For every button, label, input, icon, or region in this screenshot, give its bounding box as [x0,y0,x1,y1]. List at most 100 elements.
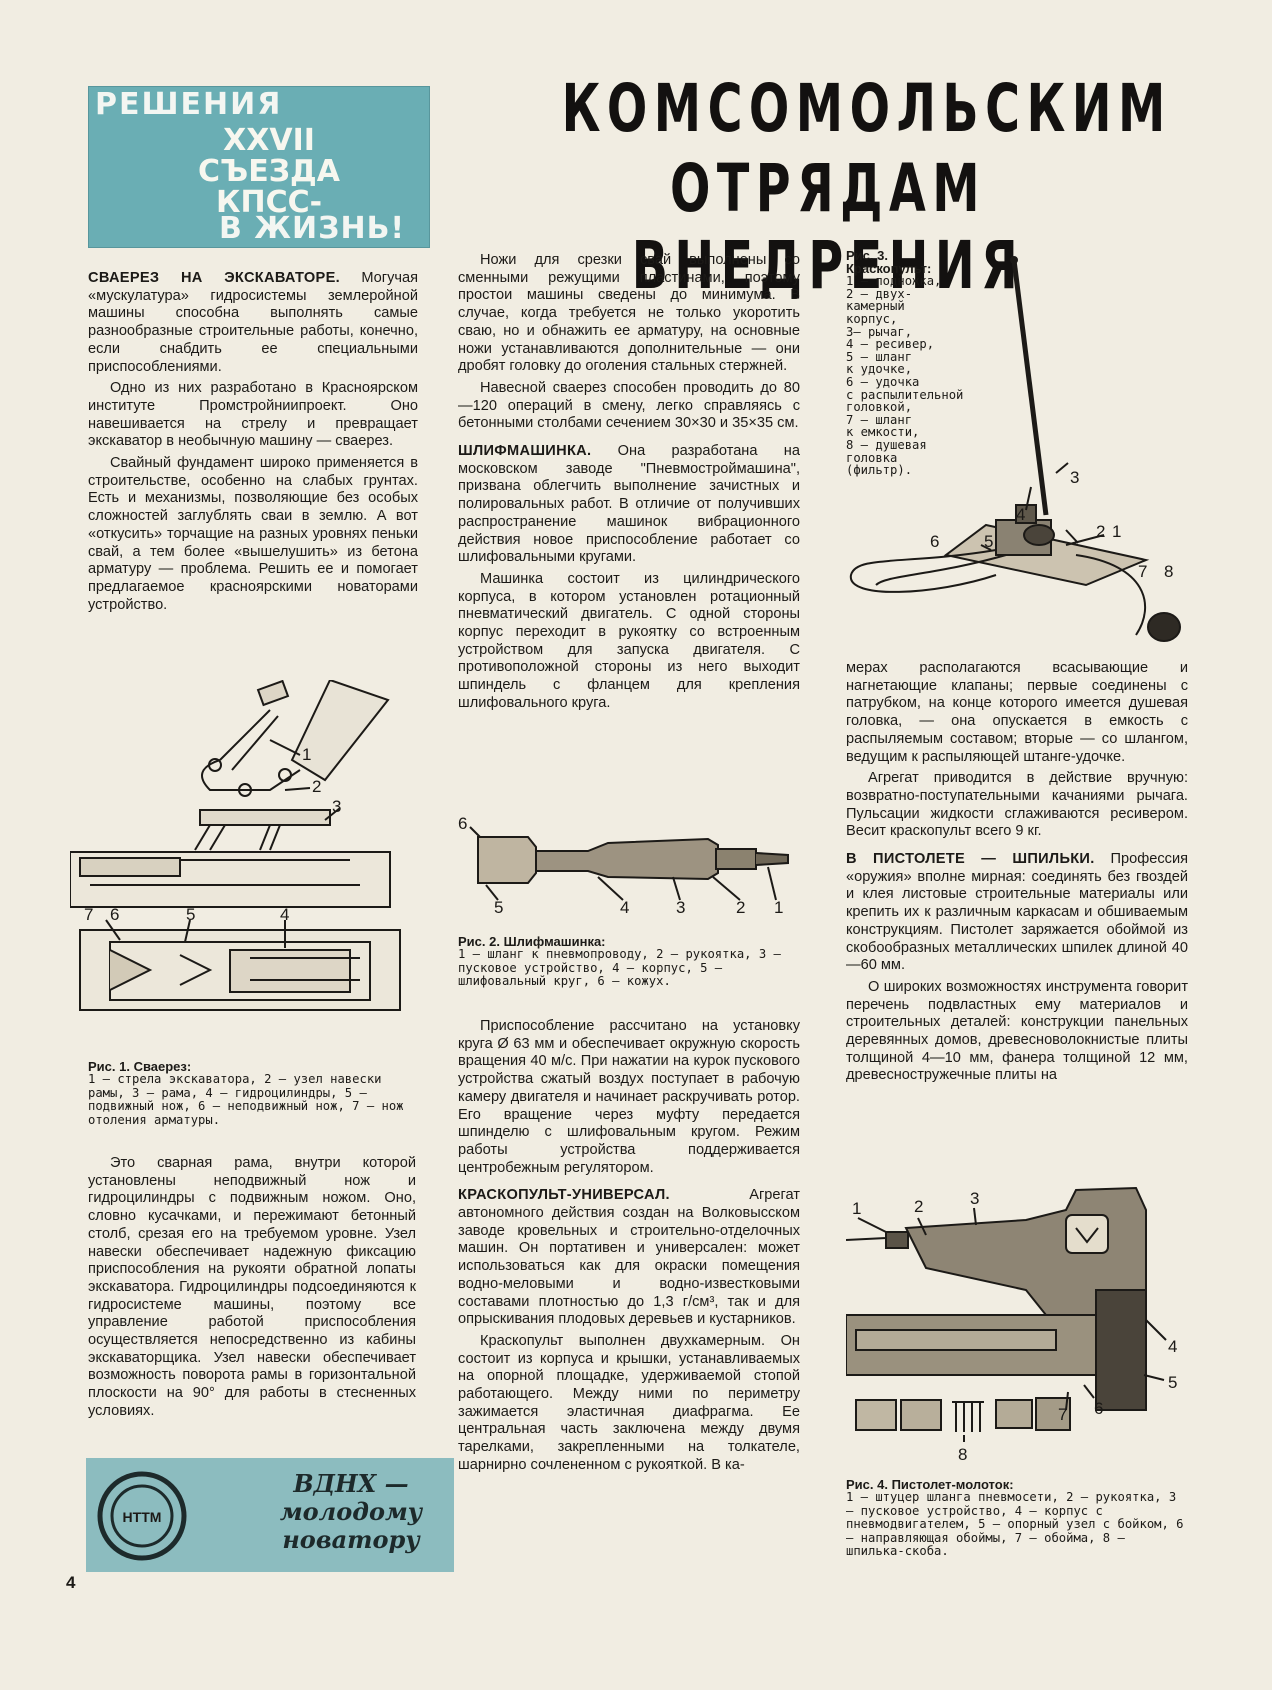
vdnh-line-3: новатору [282,1525,420,1554]
section-heading-stapler: В ПИСТОЛЕТЕ — ШПИЛЬКИ. [846,851,1095,868]
paragraph-text: Она разработана на московском заводе "Пн… [458,443,800,566]
vdnh-text: ВДНХ — молодому новатору [256,1470,446,1554]
fig3-label-8: 8 [1164,562,1173,581]
figure-3-title: Рис. 3. [846,248,888,263]
headline-line-2: ОТРЯДАМ ВНЕДРЕНИЯ [631,150,1025,304]
paragraph: Агрегат приводится в действие вручную: в… [846,770,1188,840]
fig2-label-1: 1 [774,898,783,915]
fig3-item: (фильтр). [846,463,913,478]
fig3-item: 6 — удочка [846,374,920,389]
fig3-label-3: 3 [1070,468,1079,487]
paragraph: Машинка состоит из цилиндрического корпу… [458,570,800,711]
fig3-item: с распылительной [846,387,964,402]
fig4-label-7: 7 [1058,1405,1067,1424]
banner-line-4: КПСС- [215,185,323,220]
fig1-label-4: 4 [280,905,289,924]
figure-2-grinder: 6 5 4 3 2 1 [458,815,789,915]
fig1-label-2: 2 [312,777,321,796]
fig3-item: 7 — шланг [846,412,913,427]
fig3-label-6: 6 [930,532,939,551]
fig4-label-1: 1 [852,1199,861,1218]
fig3-label-1: 1 [1112,522,1121,541]
fig3-label-2: 2 [1096,522,1105,541]
nttm-emblem-icon: НТТМ [97,1471,187,1561]
section-heading-sprayer: КРАСКОПУЛЬТ-УНИВЕРСАЛ. [458,1187,670,1204]
paragraph: мерах располагаются всасывающие и нагнет… [846,660,1188,765]
fig2-label-4: 4 [620,898,629,915]
banner-line-2: XXVII [223,123,315,158]
figure-4-caption: Рис. 4. Пистолет-молоток: 1 — штуцер шла… [846,1478,1188,1558]
fig3-item: к удочке, [846,362,913,377]
banner-line-1: РЕШЕНИЯ [95,87,283,122]
banner-line-5: В ЖИЗНЬ! [219,211,406,246]
fig3-item: 2 — двух- [846,286,913,301]
column-1-bottom: Это сварная рама, внутри которой установ… [88,1155,416,1425]
figure-1-pile-cutter: 1 2 3 4 5 6 7 [70,680,401,1011]
paragraph-text: Агрегат автономного действия создан на В… [458,1187,800,1328]
fig2-label-3: 3 [676,898,685,915]
fig3-label-4: 4 [1016,505,1025,524]
fig4-label-8: 8 [958,1445,967,1464]
paragraph: Это сварная рама, внутри которой установ… [88,1155,416,1419]
fig2-label-6: 6 [458,815,467,833]
fig4-label-6: 6 [1094,1399,1103,1418]
figure-1-title: Рис. 1. Сваерез: [88,1059,192,1074]
banner-center: XXVII СЪЕЗДА КПСС- [169,125,369,218]
fig3-label-7: 7 [1138,562,1147,581]
banner-line-3: СЪЕЗДА [198,154,340,189]
fig1-label-6: 6 [110,905,119,924]
fig3-item: камерный [846,299,905,314]
column-2-top: Ножи для срезки свай выполнены со сменны… [458,252,800,717]
fig4-label-2: 2 [914,1197,923,1216]
vdnh-line-1: ВДНХ — [293,1469,409,1498]
fig3-item: 4 — ресивер, [846,337,935,352]
paragraph-text: Профессия «оружия» вполне мирная: соедин… [846,851,1188,974]
fig3-label-5: 5 [984,532,993,551]
figure-3-caption: Рис. 3. Краскопульт: 1 — подножка, 2 — д… [846,248,996,478]
fig3-item: 8 — душевая [846,437,927,452]
column-2-bottom: Приспособление рассчитано на установку к… [458,1018,800,1479]
fig2-label-2: 2 [736,898,745,915]
paragraph-text: Могучая «мускулатура» гидросистемы земле… [88,270,418,375]
paragraph: Одно из них разработано в Красноярском и… [88,380,418,450]
fig2-label-5: 5 [494,898,503,915]
fig1-label-3: 3 [332,797,341,816]
fig3-item: корпус, [846,311,898,326]
paragraph: Навесной сваерез способен проводить до 8… [458,379,800,432]
vdnh-line-2: молодому [279,1497,423,1526]
paragraph: Краскопульт выполнен двухкамерным. Он со… [458,1332,800,1473]
vdnh-box: НТТМ ВДНХ — молодому новатору [86,1458,454,1572]
paragraph: Свайный фундамент широко применяется в с… [88,455,418,613]
paragraph: Ножи для срезки свай выполнены со сменны… [458,252,800,375]
emblem-text: НТТМ [123,1509,162,1525]
section-heading-grinder: ШЛИФМАШИНКА. [458,443,592,460]
fig3-item: 3— рычаг, [846,324,913,339]
fig4-label-3: 3 [970,1189,979,1208]
figure-2-title: Рис. 2. Шлифмашинка: [458,934,606,949]
fig1-label-7: 7 [84,905,93,924]
column-3-mid: мерах располагаются всасывающие и нагнет… [846,660,1188,1089]
fig1-label-5: 5 [186,905,195,924]
headline-line-1: КОМСОМОЛЬСКИМ [561,70,1172,147]
figure-3-subtitle: Краскопульт: [846,260,932,276]
section-heading-svaerez: СВАЕРЕЗ НА ЭКСКАВАТОРЕ. [88,270,340,286]
fig3-item: 1 — подножка, [846,274,942,289]
figure-4-nail-gun: 1 2 3 4 5 6 7 8 [846,1186,1177,1464]
fig3-item: 5 — шланг [846,349,913,364]
column-1-top: СВАЕРЕЗ НА ЭКСКАВАТОРЕ. Могучая «мускула… [88,266,418,618]
fig3-item: головка [846,450,898,465]
figure-2-legend: 1 — шланг к пневмопроводу, 2 — рукоятка,… [458,947,781,989]
party-congress-banner: РЕШЕНИЯ XXVII СЪЕЗДА КПСС- В ЖИЗНЬ! [88,86,430,248]
figure-4-legend: 1 — штуцер шланга пневмосети, 2 — рукоят… [846,1490,1184,1559]
fig1-label-1: 1 [302,745,311,764]
fig4-label-5: 5 [1168,1373,1177,1392]
figure-4-title: Рис. 4. Пистолет-молоток: [846,1477,1014,1492]
fig3-item: головкой, [846,400,913,415]
figure-2-caption: Рис. 2. Шлифмашинка: 1 — шланг к пневмоп… [458,935,798,989]
paragraph: О широких возможностях инструмента говор… [846,978,1188,1084]
figure-3-sprayer: 3 4 2 1 5 6 7 8 [849,256,1181,642]
fig3-item: к емкости, [846,425,920,440]
paragraph: Приспособление рассчитано на установку к… [458,1018,800,1176]
fig4-label-4: 4 [1168,1337,1177,1356]
